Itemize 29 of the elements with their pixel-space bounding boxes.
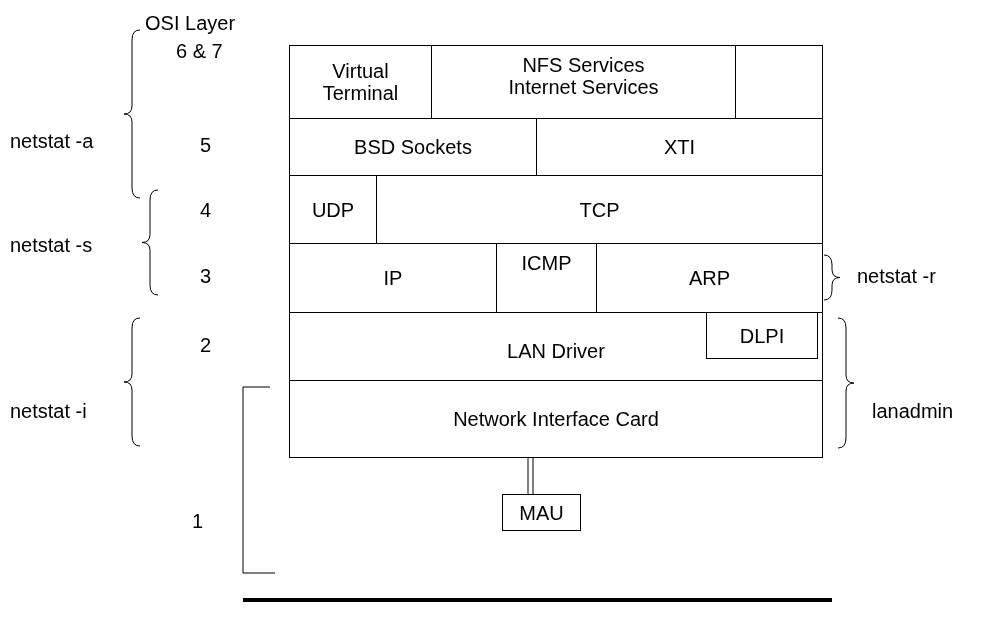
layer-label: LAN Driver (507, 339, 605, 362)
layer-label: UDP (311, 198, 355, 221)
layer-number: 3 (200, 265, 212, 288)
layer-label: NFS Services Internet Services (507, 54, 660, 98)
protocol-layer-box (706, 312, 818, 359)
command-label: netstat -i (10, 400, 87, 423)
layer-number: 2 (200, 334, 212, 357)
layer-label: IP (383, 267, 403, 289)
layer-label: XTI (663, 136, 696, 158)
layer-number: 1 (192, 510, 204, 533)
layer-label: Virtual Terminal (321, 60, 400, 104)
protocol-stack-box (289, 45, 823, 458)
command-label: netstat -s (10, 234, 93, 257)
layer-label: DLPI (739, 324, 785, 347)
layer-label: BSD Sockets (354, 136, 472, 158)
command-label: OSI Layer (145, 12, 236, 35)
command-label: netstat -r (857, 265, 936, 288)
mau-box (502, 494, 581, 531)
layer-number: 6 & 7 (176, 40, 223, 63)
command-label: netstat -a (10, 130, 94, 153)
layer-number: 5 (200, 134, 212, 157)
layer-label: Network Interface Card (453, 408, 659, 430)
layer-label: TCP (579, 198, 620, 221)
layer-label: ARP (688, 267, 731, 289)
layer-label: ICMP (521, 252, 572, 274)
command-label: lanadmin (872, 400, 954, 423)
double-line-connector (527, 457, 534, 495)
layer-label: MAU (519, 501, 564, 524)
layer-number: 4 (200, 199, 212, 222)
